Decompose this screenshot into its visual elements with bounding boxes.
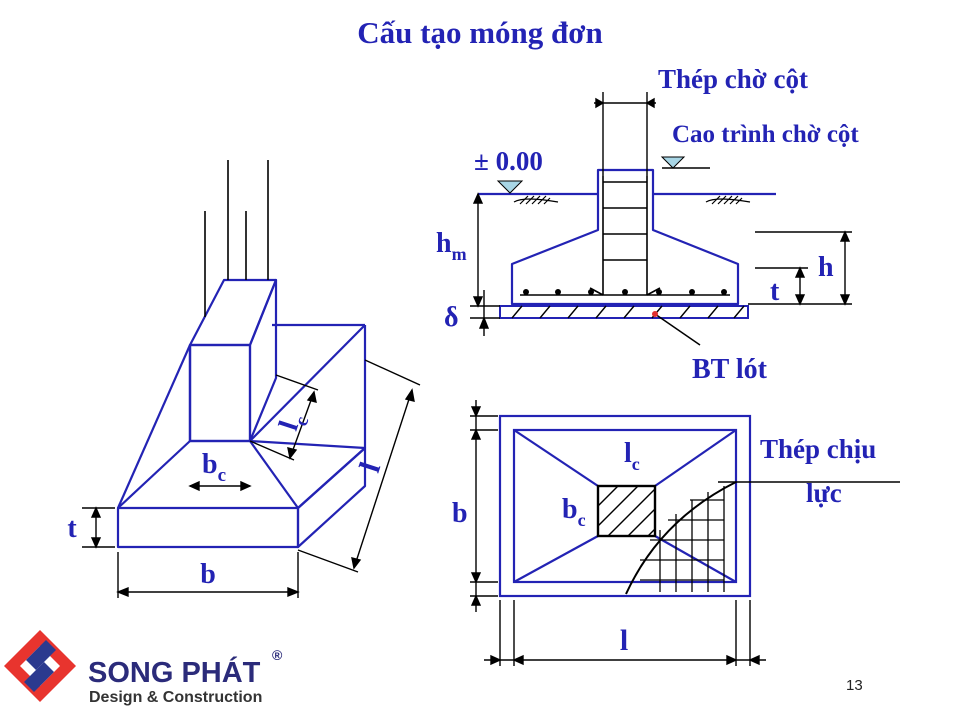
thep-chiu-luc-label-1: Thép chịu (760, 434, 876, 464)
plan-view (470, 400, 900, 666)
delta-label: δ (444, 302, 459, 333)
section-view (470, 92, 852, 346)
iso-b-label: b (200, 559, 216, 590)
logo-tagline: Design & Construction (89, 689, 262, 706)
plan-l-label: l (620, 624, 628, 657)
logo-name: SONG PHÁT (88, 655, 261, 689)
plan-b-label: b (452, 498, 468, 529)
plan-lc-label: lc (624, 438, 640, 474)
hm-label: hm (436, 228, 467, 264)
section-t-label: t (770, 276, 780, 307)
thep-cho-cot-label: Thép chờ cột (658, 64, 808, 94)
bt-lot-label: BT lót (692, 354, 768, 385)
page-title: Cấu tạo móng đơn (357, 15, 602, 50)
section-h-label: h (818, 252, 834, 283)
cao-trinh-label: Cao trình chờ cột (672, 121, 859, 148)
level-label: ± 0.00 (474, 146, 543, 176)
iso-l-label: l (353, 458, 387, 476)
iso-rebars (204, 160, 269, 317)
isometric-footing (116, 278, 367, 549)
plan-bc-label: bc (562, 494, 586, 530)
iso-t-label: t (67, 513, 77, 544)
page-number: 13 (846, 677, 863, 694)
logo-registered: ® (272, 647, 283, 663)
iso-bc-label: bc (202, 449, 226, 486)
thep-chiu-luc-label-2: lực (806, 478, 842, 508)
iso-lc-label: lc (273, 409, 313, 436)
iso-dimensions (82, 359, 421, 598)
song-phat-logo: SONG PHÁT ® Design & Construction (4, 630, 283, 706)
